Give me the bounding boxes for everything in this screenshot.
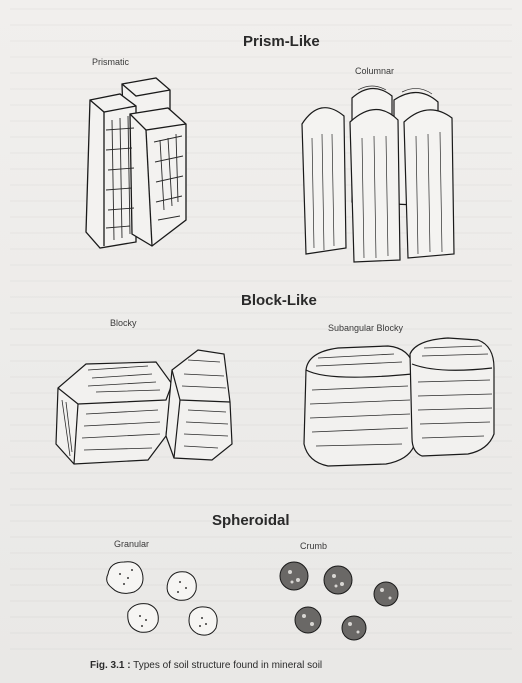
subangular-blocky-structure-drawing <box>298 334 498 474</box>
crumb-label: Crumb <box>300 541 327 551</box>
subangular-blocky-label: Subangular Blocky <box>328 323 403 333</box>
spheroidal-heading: Spheroidal <box>212 512 290 529</box>
figure-number: Fig. 3.1 : <box>90 660 131 671</box>
prismatic-structure-drawing <box>60 70 200 250</box>
columnar-structure-drawing <box>292 78 482 268</box>
block-like-heading: Block-Like <box>241 292 317 309</box>
blocky-structure-drawing <box>48 340 238 470</box>
columnar-label: Columnar <box>355 66 394 76</box>
prism-like-heading: Prism-Like <box>243 33 320 50</box>
blocky-label: Blocky <box>110 318 137 328</box>
figure-caption-text: Types of soil structure found in mineral… <box>133 660 322 671</box>
granular-label: Granular <box>114 539 149 549</box>
figure-caption: Fig. 3.1 : Types of soil structure found… <box>90 660 322 671</box>
prismatic-label: Prismatic <box>92 57 129 67</box>
granular-structure-drawing <box>98 556 228 646</box>
crumb-structure-drawing <box>272 558 412 648</box>
